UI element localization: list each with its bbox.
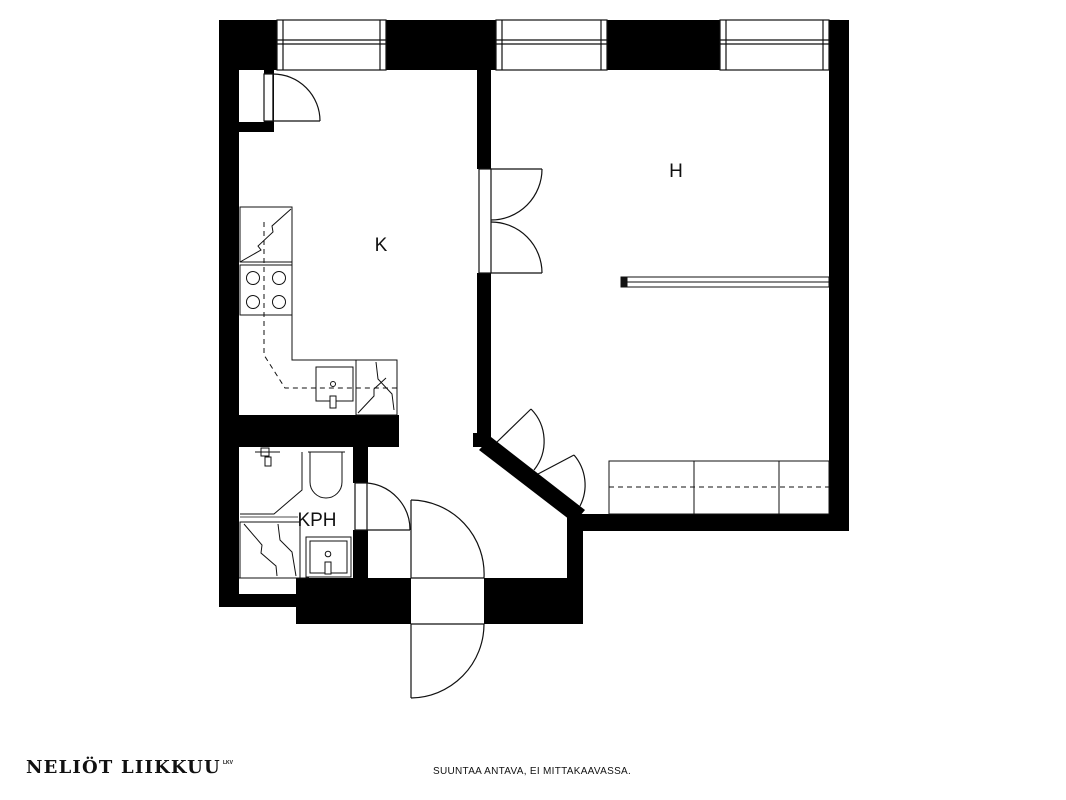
walls (219, 20, 849, 624)
window-living-2 (719, 19, 830, 71)
wall-hall-right (567, 514, 583, 624)
door-bathroom (354, 482, 411, 531)
door-hall-living (496, 408, 586, 507)
wall-bath-right (353, 447, 368, 483)
wall-rail (620, 276, 830, 288)
wall-kitchen-bottom (219, 415, 399, 447)
door-closet (263, 73, 321, 122)
wall-bottom-right (484, 578, 583, 624)
toilet-icon (308, 451, 345, 499)
wall-right (829, 20, 849, 531)
wall-left (219, 20, 239, 607)
doors (263, 73, 586, 699)
window-living-1 (495, 19, 608, 71)
wall-closet-bottom (219, 122, 274, 132)
bathroom-sink-icon (305, 536, 352, 578)
dishwasher-icon (355, 359, 398, 416)
living-fixtures (608, 276, 830, 515)
fridge-icon (239, 206, 293, 263)
room-label-living: H (669, 161, 683, 182)
shower-screen (240, 452, 303, 515)
door-entrance (410, 499, 485, 699)
wall-bottom-mid (296, 578, 411, 624)
wall-top-3 (607, 20, 720, 70)
brand-name: NELIÖT LIIKKUU (26, 757, 221, 778)
door-living-double (478, 168, 543, 274)
room-label-bathroom: KPH (297, 510, 336, 531)
room-label-kitchen: K (375, 235, 388, 256)
stove-icon (239, 264, 293, 316)
window-kitchen (276, 19, 387, 71)
brand-suffix: LKV (222, 760, 233, 766)
wall-living-bottom (567, 514, 849, 531)
wall-partition-kh-bottom (477, 273, 491, 447)
kitchen-counter-dashed (263, 222, 398, 389)
wall-partition-kh-top (477, 66, 491, 169)
kitchen-fixtures (239, 206, 398, 416)
disclaimer-note: SUUNTAA ANTAVA, EI MITTAKAAVASSA. (433, 766, 632, 777)
washing-machine-icon (239, 521, 301, 579)
wall-bottom-left (219, 594, 309, 607)
wall-bath-right-lower (353, 530, 368, 578)
wardrobe (608, 460, 830, 515)
wall-top-2 (386, 20, 496, 70)
windows (276, 19, 830, 71)
wall-diagonal (479, 437, 585, 523)
shower-icon (255, 447, 280, 467)
kitchen-sink-icon (315, 366, 354, 409)
bathroom-fixtures (239, 447, 352, 579)
